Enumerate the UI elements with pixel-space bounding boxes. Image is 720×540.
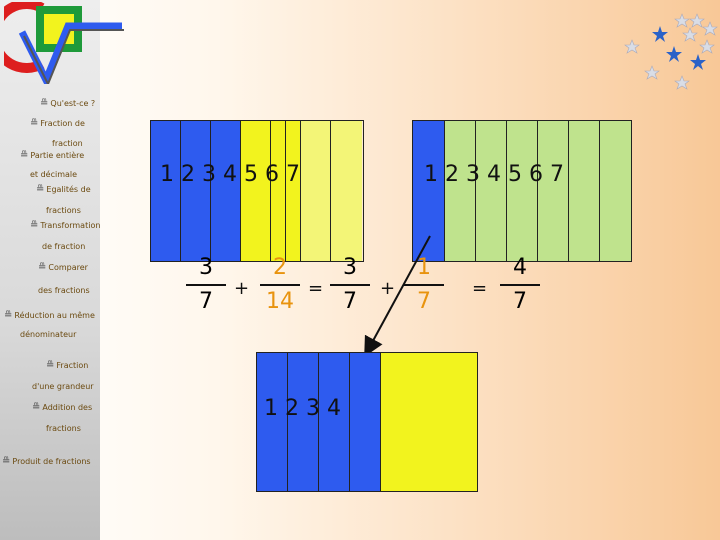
nav-addition-2[interactable]: fractions (46, 424, 81, 433)
bar-segment-green (507, 121, 538, 261)
logo (4, 2, 124, 84)
bar-result (256, 352, 478, 492)
nav-reduction[interactable]: ≞Réduction au même (4, 310, 95, 321)
equals-operator: = (472, 278, 488, 299)
star-icon (644, 65, 660, 80)
bar-segment-blue (181, 121, 211, 261)
nav-fraction-grandeur[interactable]: ≞Fraction (46, 360, 89, 371)
doc-icon: ≞ (46, 360, 55, 371)
fraction-bar (330, 284, 370, 286)
bar-segment-blue (257, 353, 288, 491)
doc-icon: ≞ (32, 402, 41, 413)
doc-icon: ≞ (2, 456, 11, 467)
equals-operator: = (308, 278, 324, 299)
fraction-3: 3 7 (328, 254, 372, 316)
bar-segment-yellow (286, 121, 301, 261)
nav-partie-entiere-2[interactable]: et décimale (30, 170, 78, 179)
bar-segment-green (445, 121, 476, 261)
doc-icon: ≞ (40, 98, 49, 109)
nav-egalites-2[interactable]: fractions (46, 206, 81, 215)
bar-segment-yellow (271, 121, 286, 261)
bar-segment-green (569, 121, 600, 261)
right-bar-numbers: 1 2 3 4 5 6 7 (424, 162, 564, 187)
star-icon (666, 46, 682, 62)
bar-segment-blue (413, 121, 445, 261)
nav-reduction-2[interactable]: dénominateur (20, 330, 77, 339)
nav-fraction-de-fraction[interactable]: ≞Fraction de (30, 118, 85, 129)
star-icon (652, 26, 668, 42)
nav-qu-est-ce[interactable]: ≞Qu'est-ce ? (40, 98, 96, 109)
nav-egalites[interactable]: ≞Egalités de (36, 184, 91, 195)
nav-fraction-de-fraction-2[interactable]: fraction (52, 139, 83, 148)
nav-produit[interactable]: ≞Produit de fractions (2, 456, 91, 467)
star-icon (674, 13, 690, 28)
fraction-bar (404, 284, 444, 286)
nav-comparer-2[interactable]: des fractions (38, 286, 90, 295)
nav-transformation[interactable]: ≞Transformation (30, 220, 101, 231)
bar-segment-green (538, 121, 569, 261)
bottom-bar-numbers: 1 2 3 4 (264, 396, 341, 421)
bar-sevenths-right (412, 120, 632, 262)
plus-operator: + (234, 278, 250, 299)
star-icon (674, 75, 690, 90)
nav-fraction-grandeur-2[interactable]: d'une grandeur (32, 382, 94, 391)
fraction-bar (500, 284, 540, 286)
bar-segment-light-yellow (301, 121, 331, 261)
doc-icon: ≞ (38, 262, 47, 273)
fraction-2: 2 14 (258, 254, 302, 316)
star-icon (624, 39, 640, 54)
star-icon (689, 13, 705, 28)
fraction-bar (260, 284, 300, 286)
bar-segment-blue (319, 353, 350, 491)
nav-partie-entiere[interactable]: ≞Partie entière (20, 150, 85, 161)
fraction-bar (186, 284, 226, 286)
star-icon (690, 54, 706, 70)
doc-icon: ≞ (36, 184, 45, 195)
fraction-1: 3 7 (184, 254, 228, 316)
nav-transformation-2[interactable]: de fraction (42, 242, 86, 251)
nav-comparer[interactable]: ≞Comparer (38, 262, 88, 273)
doc-icon: ≞ (4, 310, 13, 321)
bar-segment-blue (211, 121, 241, 261)
star-icon (682, 27, 698, 42)
bar-segment-blue (151, 121, 181, 261)
doc-icon: ≞ (30, 220, 39, 231)
fraction-4: 1 7 (402, 254, 446, 316)
nav-addition[interactable]: ≞Addition des (32, 402, 93, 413)
star-icon (699, 39, 715, 54)
bar-segment-blue (288, 353, 319, 491)
bar-segment-green (600, 121, 631, 261)
star-icon (702, 21, 718, 36)
bar-segment-green (476, 121, 507, 261)
doc-icon: ≞ (30, 118, 39, 129)
stars-decoration (624, 13, 718, 90)
bar-sevenths-left (150, 120, 364, 262)
doc-icon: ≞ (20, 150, 29, 161)
plus-operator: + (380, 278, 396, 299)
sidebar (0, 0, 100, 540)
bar-segment-yellow (241, 121, 271, 261)
bar-segment-light-yellow (331, 121, 362, 261)
bar-segment-yellow (381, 353, 477, 491)
left-bar-numbers: 1 2 3 4 5 6 7 (160, 162, 300, 187)
fraction-5: 4 7 (498, 254, 542, 316)
bar-segment-blue (350, 353, 381, 491)
